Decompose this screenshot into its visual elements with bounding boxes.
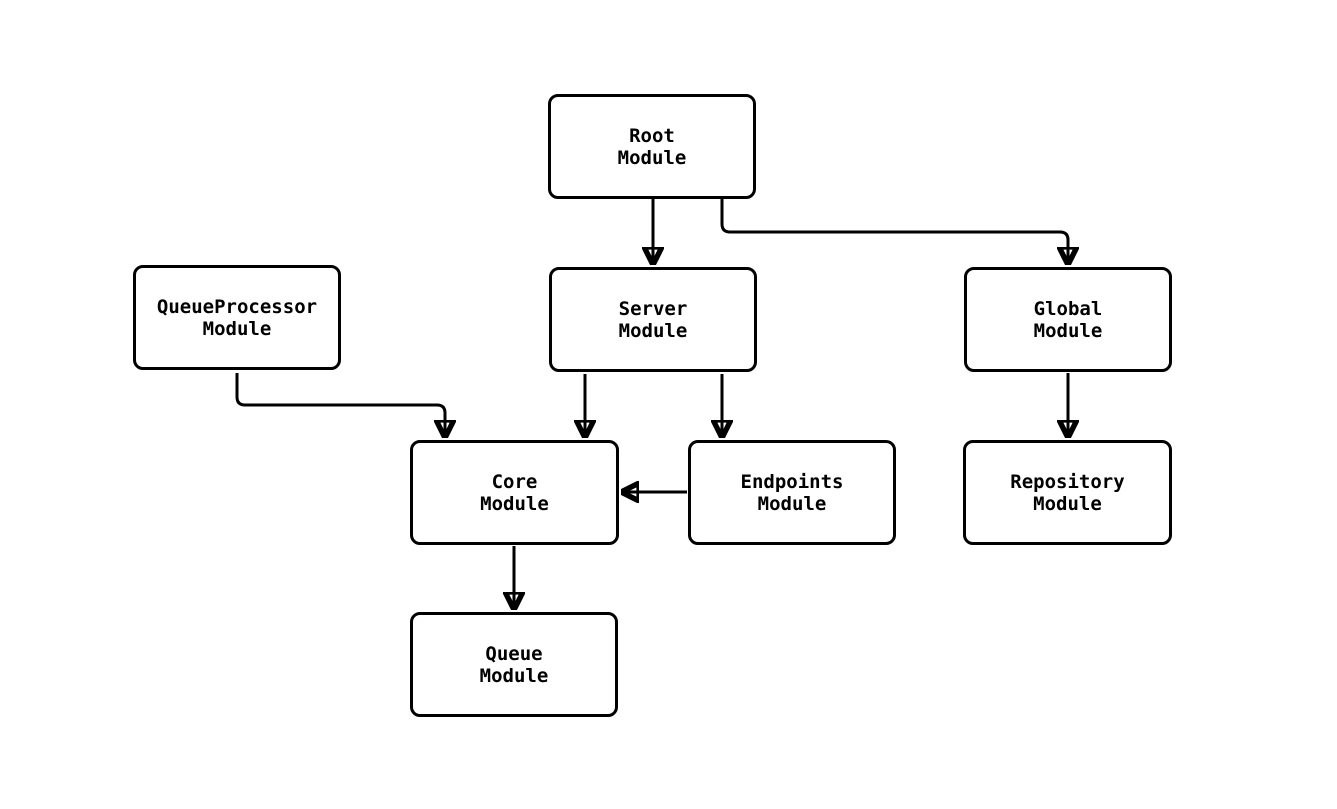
node-global-module[interactable]: Global Module bbox=[964, 267, 1172, 372]
node-core-module[interactable]: Core Module bbox=[410, 440, 619, 545]
node-queueprocessor-module-label: QueueProcessor Module bbox=[156, 295, 318, 340]
edge-root-to-global bbox=[720, 198, 1068, 264]
node-repository-module-label: Repository Module bbox=[1010, 470, 1125, 515]
node-root-module-label: Root Module bbox=[617, 124, 687, 169]
node-endpoints-module-label: Endpoints Module bbox=[740, 470, 844, 515]
node-queue-module[interactable]: Queue Module bbox=[410, 612, 618, 717]
node-queue-module-label: Queue Module bbox=[479, 642, 549, 687]
node-core-module-label: Core Module bbox=[480, 470, 549, 515]
node-server-module[interactable]: Server Module bbox=[549, 267, 757, 372]
node-repository-module[interactable]: Repository Module bbox=[963, 440, 1172, 545]
node-server-module-label: Server Module bbox=[618, 297, 688, 342]
node-endpoints-module[interactable]: Endpoints Module bbox=[688, 440, 896, 545]
node-root-module[interactable]: Root Module bbox=[548, 94, 756, 199]
node-global-module-label: Global Module bbox=[1033, 297, 1103, 342]
node-queueprocessor-module[interactable]: QueueProcessor Module bbox=[133, 265, 341, 370]
edge-queueprocessor-to-core bbox=[235, 373, 445, 437]
